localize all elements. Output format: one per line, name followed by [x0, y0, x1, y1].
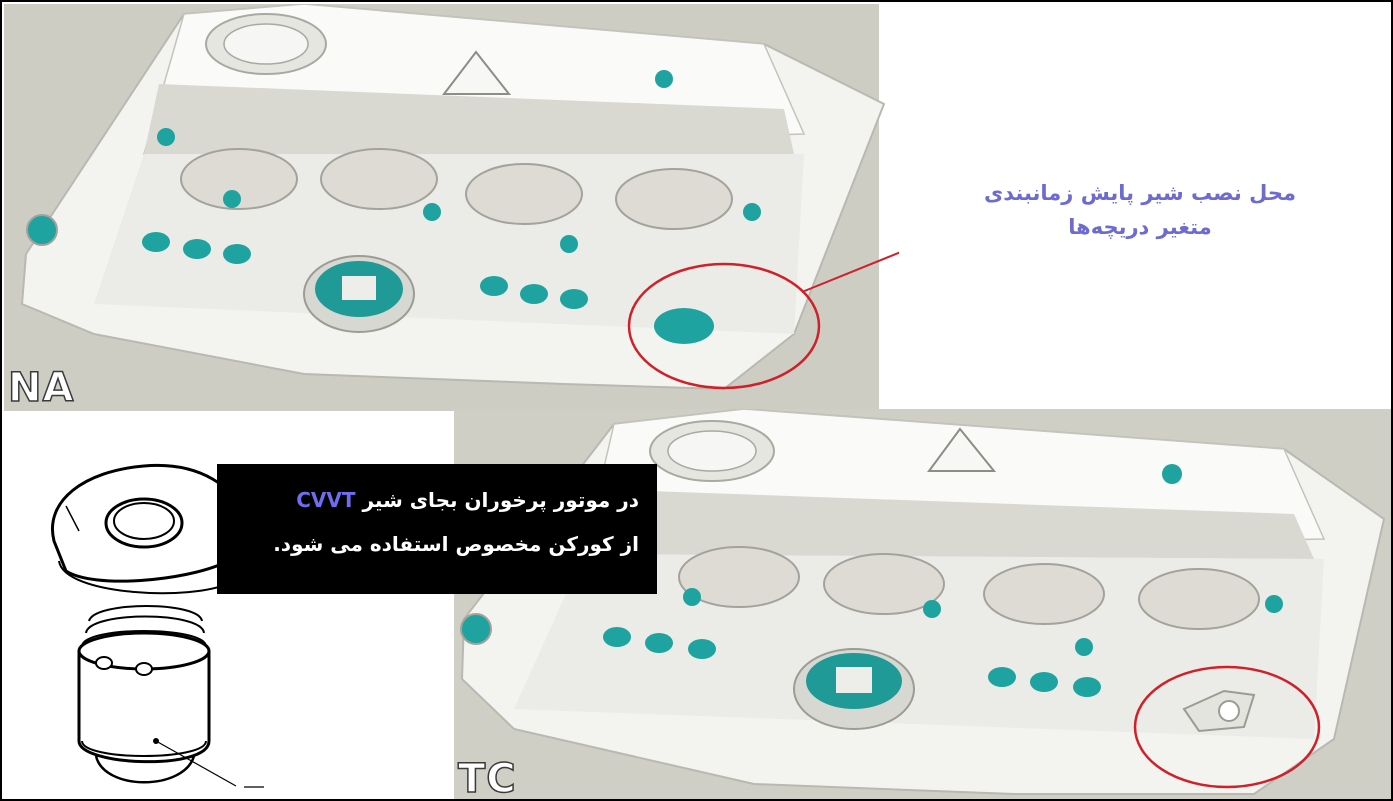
callout-line-2: متغیر دریچه‌ها [1068, 215, 1212, 239]
vvt-valve-callout: محل نصب شیر پایش زمانبندی متغیر دریچه‌ها [920, 176, 1360, 244]
engine-variant-label-na: NA [7, 365, 75, 411]
na-valve-cover-image [4, 4, 899, 411]
note-line-1: در موتور پرخوران بجای شیر CVVT [235, 478, 639, 522]
note-line-2: از کورکن مخصوص استفاده می شود. [273, 532, 639, 556]
note-line-1-text: در موتور پرخوران بجای شیر [355, 488, 639, 512]
cvvt-term: CVVT [296, 488, 356, 512]
callout-line-1: محل نصب شیر پایش زمانبندی [984, 181, 1296, 205]
na-cover-drawing [4, 4, 899, 411]
tc-cover-drawing [454, 409, 1391, 799]
engine-variant-label-tc: TC [457, 756, 517, 801]
turbo-note-box: در موتور پرخوران بجای شیر CVVT از کورکن … [217, 464, 657, 594]
